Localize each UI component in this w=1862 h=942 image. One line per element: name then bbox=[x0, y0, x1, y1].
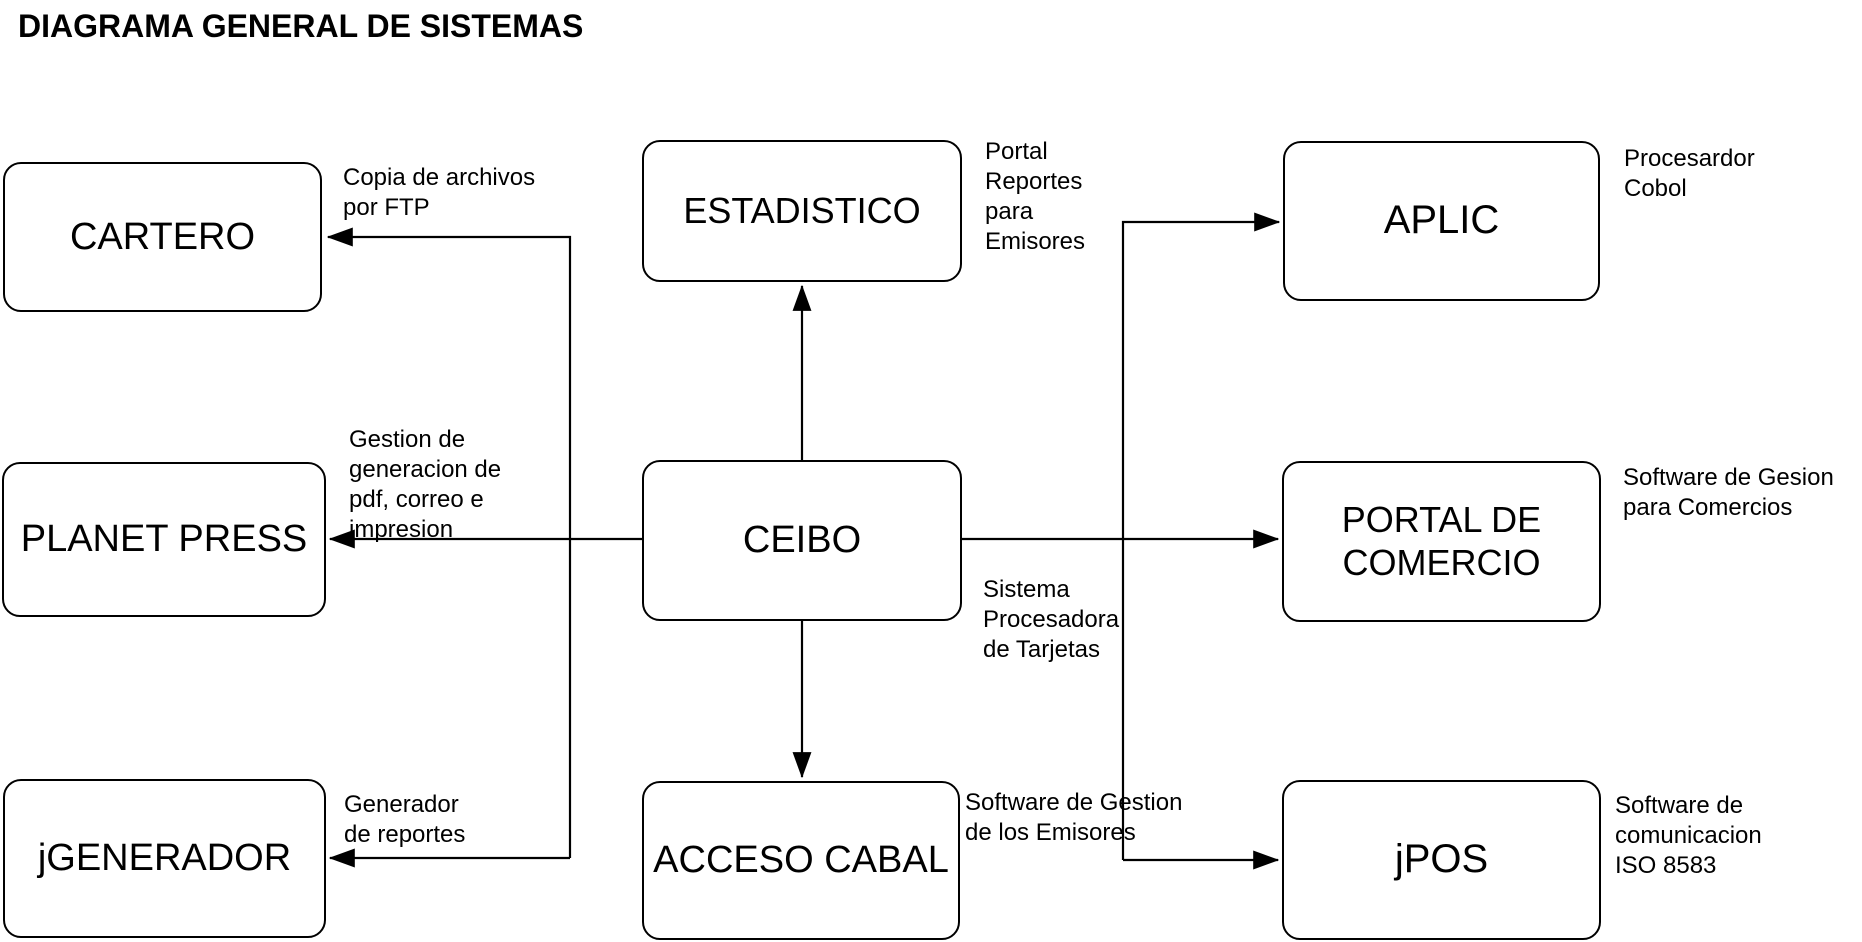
estadistico-note-line: Portal bbox=[985, 138, 1048, 165]
node-acceso-cabal[interactable]: ACCESO CABAL bbox=[642, 781, 960, 940]
node-aplic[interactable]: APLIC bbox=[1283, 141, 1600, 301]
planet-press-note-line: pdf, correo e bbox=[349, 486, 484, 513]
node-cartero[interactable]: CARTERO bbox=[3, 162, 322, 312]
planet-press-note: Gestion de generacion de pdf, correo e impr… bbox=[349, 425, 501, 545]
aplic-note-line: Cobol bbox=[1624, 175, 1687, 202]
cartero-note: Copia de archivos por FTP bbox=[343, 163, 535, 223]
planet-press-note-line: impresion bbox=[349, 516, 454, 543]
estadistico-note-line: para bbox=[985, 198, 1034, 225]
node-planet-press[interactable]: PLANET PRESS bbox=[2, 462, 326, 617]
estadistico-note-line: Reportes bbox=[985, 168, 1083, 195]
node-estadistico[interactable]: ESTADISTICO bbox=[642, 140, 962, 282]
planet-press-note-line: generacion de bbox=[349, 456, 502, 483]
ceibo-note-line: de Tarjetas bbox=[983, 636, 1100, 663]
jpos-note-line: ISO 8583 bbox=[1615, 852, 1717, 879]
edge-branch-left-to-cartero bbox=[326, 227, 572, 858]
acceso-cabal-note-line: de los Emisores bbox=[965, 819, 1136, 846]
jpos-note-line: Software de bbox=[1615, 792, 1744, 819]
acceso-cabal-note-line: Software de Gestion bbox=[965, 789, 1183, 816]
node-jgenerador[interactable]: jGENERADOR bbox=[3, 779, 326, 938]
portal-de-comercio-note-line: para Comercios bbox=[1623, 494, 1793, 521]
estadistico-note-line: Emisores bbox=[985, 228, 1086, 255]
planet-press-note-line: Gestion de bbox=[349, 426, 466, 453]
acceso-cabal-note: Software de Gestion de los Emisores bbox=[965, 788, 1182, 848]
diagram-title: DIAGRAMA GENERAL DE SISTEMAS bbox=[18, 8, 584, 44]
ceibo-note-line: Procesadora bbox=[983, 606, 1120, 633]
jgenerador-note-line: de reportes bbox=[344, 821, 466, 848]
portal-de-comercio-note: Software de Gesion para Comercios bbox=[1623, 463, 1834, 523]
jgenerador-note-line: Generador bbox=[344, 791, 459, 818]
edge-branch-right-to-aplic bbox=[1121, 212, 1281, 860]
node-ceibo[interactable]: CEIBO bbox=[642, 460, 962, 621]
portal-de-comercio-note-line: Software de Gesion bbox=[1623, 464, 1834, 491]
cartero-note-line: por FTP bbox=[343, 194, 430, 221]
cartero-note-line: Copia de archivos bbox=[343, 164, 536, 191]
node-jpos[interactable]: jPOS bbox=[1282, 780, 1601, 940]
jgenerador-note: Generador de reportes bbox=[344, 790, 465, 850]
jpos-note-line: comunicacion bbox=[1615, 822, 1762, 849]
node-portal-de-comercio[interactable]: PORTAL DE COMERCIO bbox=[1282, 461, 1601, 622]
aplic-note-line: Procesardor bbox=[1624, 145, 1755, 172]
ceibo-note-line: Sistema bbox=[983, 576, 1070, 603]
